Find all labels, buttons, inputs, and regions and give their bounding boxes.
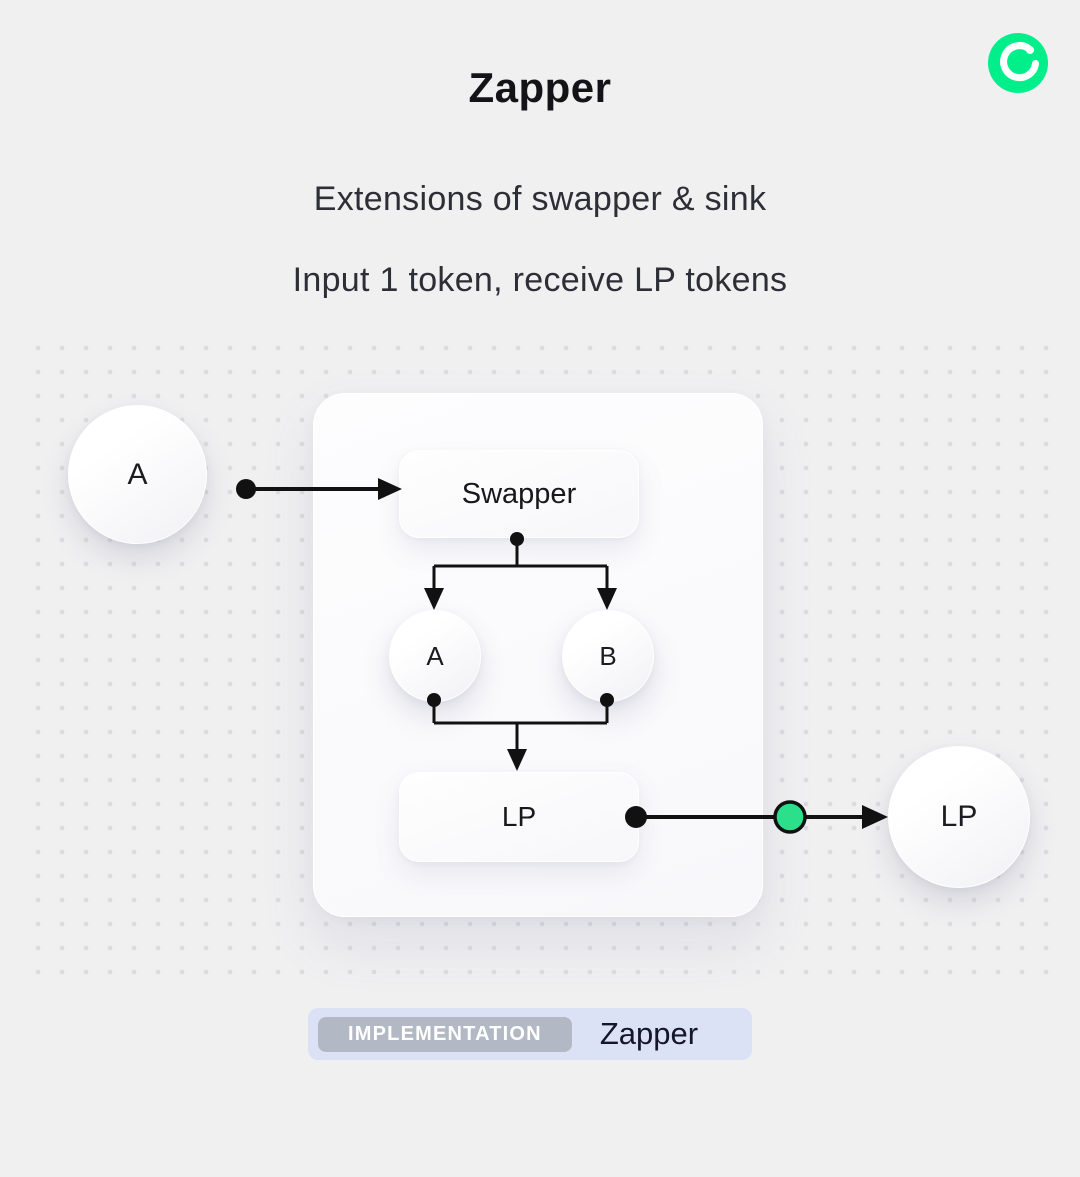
token-b-node: B <box>562 610 654 702</box>
token-b-label: B <box>599 640 617 671</box>
flow-logo-icon <box>988 33 1048 93</box>
token-a-label: A <box>426 640 444 671</box>
lp-pool-label: LP <box>501 801 537 832</box>
output-lp-token-label: LP <box>940 800 978 833</box>
subtitle-line-2: Input 1 token, receive LP tokens <box>292 261 788 299</box>
lp-pool-node: LP <box>399 772 639 862</box>
swapper-node: Swapper <box>399 450 639 538</box>
implementation-name: Zapper <box>599 1016 699 1051</box>
token-a-node: A <box>389 610 481 702</box>
output-lp-token-node: LP <box>888 746 1030 888</box>
implementation-badge: IMPLEMENTATION <box>318 1016 572 1052</box>
input-token-node: A <box>68 405 207 544</box>
subtitle-line-1: Extensions of swapper & sink <box>313 180 767 218</box>
input-token-label: A <box>127 457 148 491</box>
swapper-label: Swapper <box>461 477 577 510</box>
page-title: Zapper <box>468 64 612 111</box>
implementation-bar: IMPLEMENTATION Zapper <box>308 1008 752 1060</box>
